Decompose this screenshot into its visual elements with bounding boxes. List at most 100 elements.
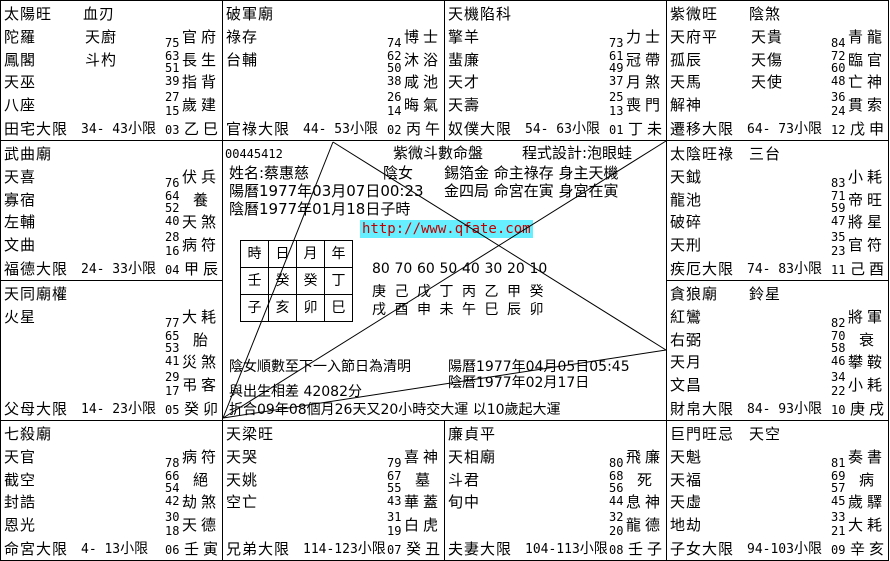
xiaoxian-number: 10 bbox=[831, 403, 846, 417]
god-star: 死 bbox=[637, 470, 657, 489]
dayun-stems-item: 丙 bbox=[462, 284, 476, 300]
main-star-2: 鈴星 bbox=[749, 285, 782, 303]
minor-star: 天月 bbox=[670, 353, 703, 371]
dayun-stems-item: 庚 bbox=[372, 284, 386, 300]
daxian-range: 44- 53小限 bbox=[303, 121, 378, 137]
god-star: 災煞 bbox=[182, 353, 221, 371]
god-star: 指背 bbox=[182, 73, 221, 91]
dayun-branches-item: 戌 bbox=[372, 302, 386, 318]
age-number: 20 bbox=[609, 524, 624, 538]
main-star: 天梁旺 bbox=[226, 425, 275, 443]
palace-name: 命宮大限 bbox=[4, 540, 69, 558]
main-star: 太陰旺祿 bbox=[670, 145, 735, 163]
god-star: 月煞 bbox=[626, 73, 665, 91]
xiaoxian-number: 07 bbox=[387, 543, 402, 557]
god-star: 大耗 bbox=[182, 308, 221, 326]
age-number: 42 bbox=[165, 494, 180, 508]
age-number: 79 bbox=[387, 456, 402, 470]
god-star: 天煞 bbox=[182, 213, 221, 231]
site-link[interactable]: http://www.qfate.com bbox=[360, 220, 533, 238]
dayun-branches-item: 酉 bbox=[394, 302, 409, 318]
minor-star: 天使 bbox=[751, 73, 784, 91]
god-star: 帝旺 bbox=[848, 190, 887, 209]
dayun-stems-item: 丁 bbox=[439, 284, 454, 300]
minor-star: 天喜 bbox=[4, 168, 37, 186]
ju-line: 金四局 命宮在寅 身宮在寅 bbox=[444, 182, 619, 200]
god-star: 弔客 bbox=[182, 375, 221, 394]
xiaoxian-number: 08 bbox=[609, 543, 624, 557]
god-star: 喜神 bbox=[404, 448, 443, 466]
ganzhi: 辛亥 bbox=[850, 540, 889, 558]
main-star: 武曲廟 bbox=[4, 145, 53, 163]
age-number: 83 bbox=[831, 176, 846, 190]
minor-star: 空亡 bbox=[226, 493, 259, 511]
dayun-stems: 庚己戊丁丙乙甲癸 bbox=[372, 281, 552, 301]
god-star: 晦氣 bbox=[404, 95, 443, 114]
age-number: 69 bbox=[831, 469, 846, 483]
dayun-ages-item: 70 bbox=[394, 261, 413, 277]
dayun-ages-item: 60 bbox=[417, 261, 435, 277]
god-star: 小耗 bbox=[848, 168, 887, 186]
god-star: 亡神 bbox=[848, 73, 887, 91]
minor-star: 文昌 bbox=[670, 375, 703, 394]
pillar-branch: 巳 bbox=[324, 294, 353, 322]
minor-star: 右弼 bbox=[670, 330, 703, 349]
minor-star: 文曲 bbox=[4, 235, 37, 254]
age-number: 81 bbox=[831, 456, 846, 470]
age-number: 14 bbox=[387, 104, 402, 118]
minor-star: 地劫 bbox=[670, 515, 703, 534]
daxian-range: 104-113小限 bbox=[525, 541, 608, 557]
xiaoxian-number: 11 bbox=[831, 263, 846, 277]
dayun-branches: 戌酉申未午巳辰卯 bbox=[372, 299, 552, 319]
age-number: 46 bbox=[831, 354, 846, 368]
dayun-branches-item: 午 bbox=[462, 302, 476, 318]
solar-date: 陽曆1977年03月07日00:23 bbox=[229, 182, 424, 200]
chart-id: 00445412 bbox=[225, 147, 283, 161]
minor-star: 解神 bbox=[670, 95, 703, 114]
age-number: 56 bbox=[609, 481, 624, 495]
dayun-ages-item: 50 bbox=[439, 261, 458, 277]
god-star: 墓 bbox=[415, 470, 435, 489]
age-number: 17 bbox=[165, 384, 180, 398]
dayun-stems-item: 癸 bbox=[529, 284, 544, 300]
god-star: 龍德 bbox=[626, 515, 665, 534]
age-number: 78 bbox=[165, 456, 180, 470]
god-star: 攀鞍 bbox=[848, 353, 887, 371]
palace-name: 遷移大限 bbox=[670, 120, 735, 138]
pillar-branch: 卯 bbox=[296, 294, 325, 322]
pillar-header: 時 bbox=[240, 240, 269, 268]
main-star: 破軍廟 bbox=[226, 5, 275, 23]
minor-star: 恩光 bbox=[4, 515, 37, 534]
god-star: 博士 bbox=[404, 28, 443, 46]
god-star: 歲驛 bbox=[848, 493, 887, 511]
age-number: 21 bbox=[831, 524, 846, 538]
ganzhi: 甲辰 bbox=[184, 260, 223, 278]
age-number: 68 bbox=[609, 469, 624, 483]
minor-star: 火星 bbox=[4, 308, 37, 326]
ganzhi: 乙巳 bbox=[184, 120, 223, 138]
age-number: 72 bbox=[831, 49, 846, 63]
palace-name: 田宅大限 bbox=[4, 120, 69, 138]
age-number: 27 bbox=[165, 90, 180, 104]
minor-star: 天鉞 bbox=[670, 168, 703, 186]
age-number: 57 bbox=[831, 481, 846, 495]
age-number: 75 bbox=[165, 36, 180, 50]
minor-star: 天相廟 bbox=[448, 448, 497, 466]
palace-name: 官祿大限 bbox=[226, 120, 291, 138]
age-number: 71 bbox=[831, 189, 846, 203]
pillar-stem: 癸 bbox=[268, 267, 297, 295]
minor-star: 天哭 bbox=[226, 448, 259, 466]
